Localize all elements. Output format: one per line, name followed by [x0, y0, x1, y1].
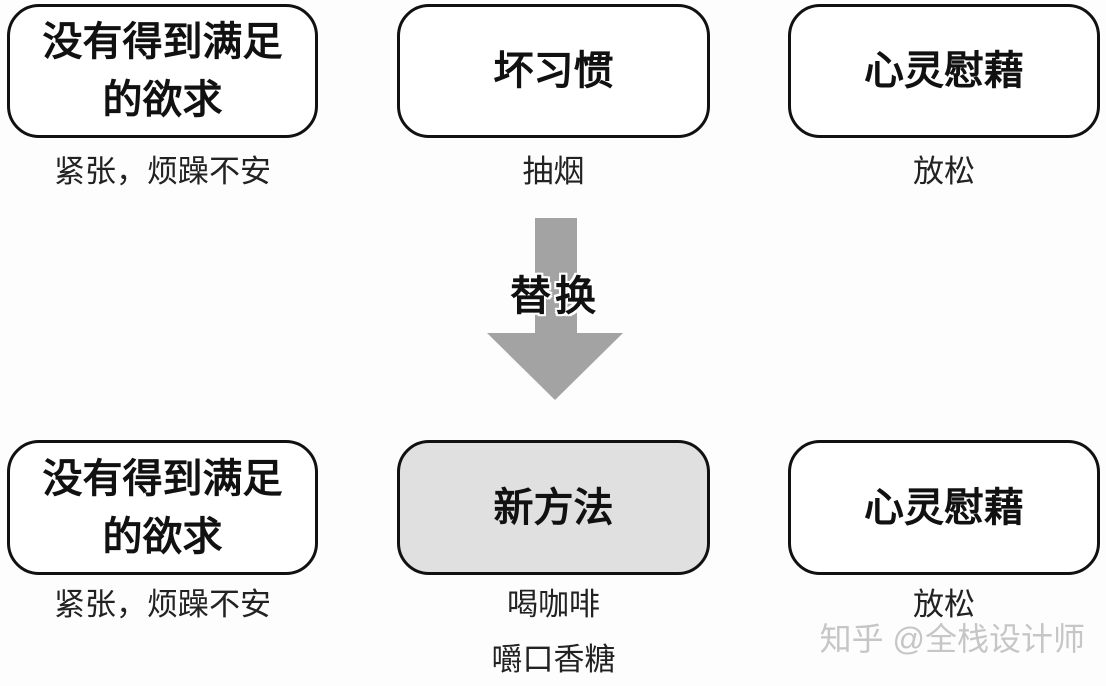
- box-label-line: 坏习惯: [493, 49, 614, 93]
- down-arrow-icon: [487, 218, 623, 400]
- box-label-line: 没有得到满足: [42, 20, 283, 64]
- box-unmet-desire-bottom: 没有得到满足 的欲求: [7, 440, 318, 575]
- caption-chew-gum: 嚼口香糖: [491, 642, 616, 677]
- box-label-line: 心灵慰藉: [864, 49, 1024, 93]
- box-label-line: 新方法: [493, 485, 614, 530]
- box-unmet-desire-top: 没有得到满足 的欲求: [7, 4, 318, 138]
- caption-tension-top: 紧张，烦躁不安: [54, 154, 271, 189]
- box-bad-habit: 坏习惯: [397, 4, 710, 138]
- caption-smoking: 抽烟: [522, 154, 585, 189]
- caption-drink-coffee: 喝咖啡: [507, 587, 600, 622]
- box-label-line: 没有得到满足: [42, 456, 283, 501]
- caption-relax-top: 放松: [913, 154, 975, 189]
- box-mental-comfort-top: 心灵慰藉: [788, 4, 1100, 138]
- caption-relax-bottom: 放松: [913, 587, 975, 622]
- caption-tension-bottom: 紧张，烦躁不安: [54, 587, 271, 622]
- arrow-label: 替换: [510, 273, 600, 319]
- down-arrow-shape: [487, 218, 623, 400]
- box-label-line: 的欲求: [102, 514, 223, 559]
- box-label-line: 的欲求: [102, 78, 223, 122]
- zhihu-watermark: 知乎 @全栈设计师: [819, 621, 1085, 657]
- box-new-method: 新方法: [397, 440, 710, 575]
- box-mental-comfort-bottom: 心灵慰藉: [788, 440, 1100, 575]
- box-label-line: 心灵慰藉: [864, 485, 1024, 530]
